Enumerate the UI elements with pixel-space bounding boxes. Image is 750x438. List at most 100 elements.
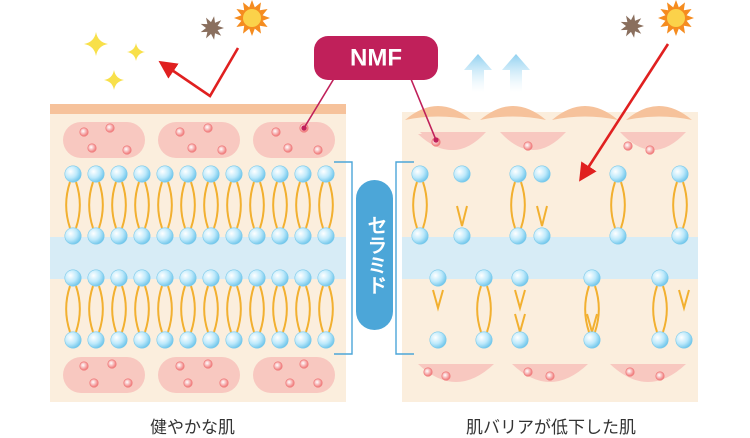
- ceramide-bracket-right: [395, 161, 414, 355]
- lipid-tail: [111, 285, 127, 333]
- lipid-head: [294, 331, 312, 349]
- flaking-top-layer: [552, 106, 618, 120]
- nmf-dot: [623, 141, 633, 151]
- lipid-head: [271, 331, 289, 349]
- lipid-head: [64, 227, 82, 245]
- damaged-corneocyte: [500, 132, 566, 150]
- sparkle-icon: [84, 32, 145, 90]
- sun-core: [667, 9, 685, 27]
- nmf-pointer-right-dot: [433, 137, 439, 143]
- lipid-head: [133, 269, 151, 287]
- dust-particle: [620, 14, 644, 38]
- lipid-head: [294, 269, 312, 287]
- sun-core: [243, 9, 261, 27]
- lipid-head: [411, 227, 429, 245]
- lipid-head: [429, 331, 447, 349]
- lipid-head: [271, 269, 289, 287]
- lipid-head: [651, 331, 669, 349]
- lipid-head: [248, 227, 266, 245]
- nmf-dot: [175, 127, 185, 137]
- lipid-tail: [88, 285, 104, 333]
- lipid-head: [294, 227, 312, 245]
- lipid-head: [453, 165, 471, 183]
- lipid-tail: [111, 181, 127, 229]
- sparkle-star: [104, 70, 124, 90]
- lipid-head: [179, 269, 197, 287]
- nmf-dot: [219, 378, 229, 388]
- flaking-top-layer: [626, 106, 692, 120]
- lipid-head: [609, 165, 627, 183]
- corneocyte-cell: [158, 122, 240, 158]
- nmf-dot: [183, 378, 193, 388]
- up-arrow-icon: [464, 54, 530, 92]
- lipid-head: [156, 269, 174, 287]
- nmf-dot: [441, 371, 451, 381]
- lipid-tail: [65, 181, 81, 229]
- flaking-top-layer: [480, 106, 546, 120]
- lipid-head: [511, 269, 529, 287]
- nmf-label-text: NMF: [350, 44, 402, 71]
- lipid-tail: [157, 181, 173, 229]
- nmf-dot: [122, 145, 132, 155]
- lipid-tail: [157, 285, 173, 333]
- lipid-tail: [134, 285, 150, 333]
- nmf-dot: [123, 378, 133, 388]
- lipid-head: [133, 165, 151, 183]
- ceramide-label-text: セラミド: [364, 215, 388, 295]
- lipid-tail: [510, 181, 526, 229]
- lipid-tail: [180, 181, 196, 229]
- nmf-dot: [655, 371, 665, 381]
- corneocyte-cell: [158, 357, 240, 393]
- lipid-head: [248, 269, 266, 287]
- lipid-tail: [203, 285, 219, 333]
- lipid-tail: [678, 289, 690, 312]
- lipid-head: [110, 331, 128, 349]
- lipid-head: [533, 227, 551, 245]
- lipid-head: [179, 165, 197, 183]
- lipid-head: [156, 331, 174, 349]
- lipid-head: [411, 165, 429, 183]
- dust-icon: [620, 14, 644, 38]
- lipid-head: [110, 269, 128, 287]
- lipid-head: [156, 165, 174, 183]
- nmf-dot: [273, 361, 283, 371]
- lipid-head: [64, 269, 82, 287]
- lipid-head: [110, 227, 128, 245]
- nmf-label: NMF: [301, 36, 439, 143]
- sparkle-star: [84, 32, 108, 56]
- lipid-head: [453, 227, 471, 245]
- lipid-head: [509, 227, 527, 245]
- lipid-head: [651, 269, 669, 287]
- nmf-dot: [423, 367, 433, 377]
- nmf-dot: [313, 378, 323, 388]
- lipid-head: [64, 165, 82, 183]
- lipid-tail: [134, 181, 150, 229]
- lipid-tail: [65, 285, 81, 333]
- lipid-head: [110, 165, 128, 183]
- lipid-head: [583, 269, 601, 287]
- nmf-dot: [523, 141, 533, 151]
- nmf-dot: [89, 378, 99, 388]
- nmf-dot: [299, 359, 309, 369]
- lipid-tail: [226, 285, 242, 333]
- lipid-tail: [295, 181, 311, 229]
- lipid-tail: [249, 181, 265, 229]
- lipid-tail: [514, 289, 526, 312]
- nmf-dot: [285, 378, 295, 388]
- nmf-dot: [87, 143, 97, 153]
- lipid-head: [271, 227, 289, 245]
- ceramide-bracket-left: [334, 161, 353, 355]
- lipid-head: [202, 165, 220, 183]
- lipid-tail: [295, 285, 311, 333]
- lipid-head: [317, 269, 335, 287]
- nmf-dot: [175, 361, 185, 371]
- lipid-head: [671, 165, 689, 183]
- nmf-dot: [523, 367, 533, 377]
- lipid-head: [225, 165, 243, 183]
- corneocyte-cell: [253, 357, 335, 393]
- lipid-tail: [203, 181, 219, 229]
- nmf-dot: [203, 359, 213, 369]
- healthy-skin-caption: 健やかな肌: [150, 418, 235, 438]
- damaged-skin-caption: 肌バリアが低下した肌: [466, 418, 636, 438]
